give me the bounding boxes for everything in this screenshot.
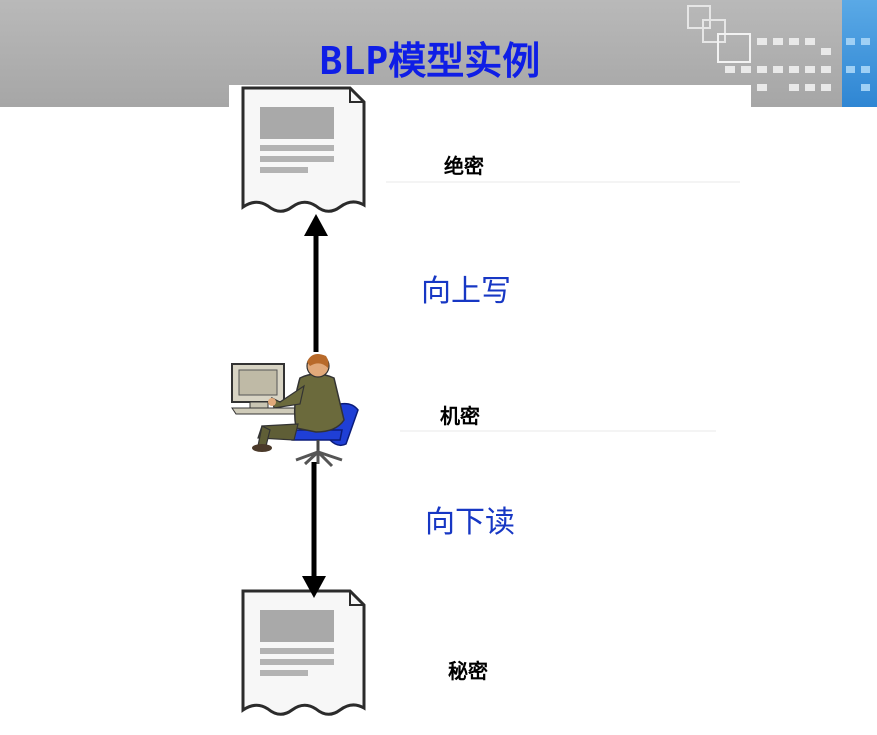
level-label-top-secret: 绝密 bbox=[444, 154, 484, 178]
level-label-confidential: 机密 bbox=[440, 404, 480, 428]
action-label-write-up: 向上写 bbox=[421, 274, 511, 309]
write-up-arrow bbox=[304, 214, 328, 352]
read-down-arrow bbox=[302, 462, 326, 598]
document-icon-top bbox=[241, 86, 366, 213]
user-at-computer-icon bbox=[231, 354, 359, 468]
slide-title: BLP模型实例 bbox=[319, 39, 541, 83]
document-icon-bottom bbox=[241, 589, 366, 716]
level-label-secret: 秘密 bbox=[448, 659, 488, 683]
action-label-read-down: 向下读 bbox=[425, 505, 515, 540]
decorative-squares bbox=[687, 5, 831, 91]
accent-strip-squares bbox=[846, 38, 870, 91]
accent-strip bbox=[842, 0, 877, 107]
